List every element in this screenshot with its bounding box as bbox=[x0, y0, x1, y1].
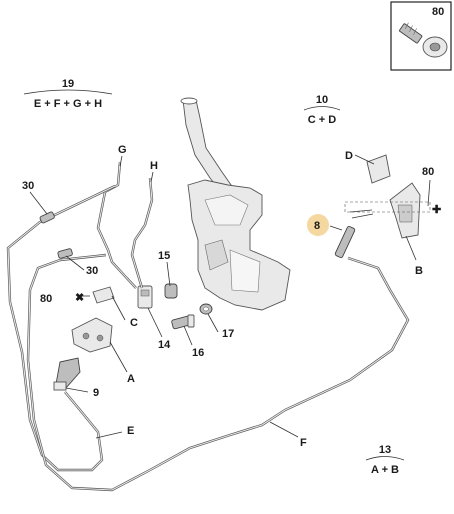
part-c-cover[interactable] bbox=[92, 286, 115, 304]
group-19-formula: E + F + G + H bbox=[34, 98, 102, 110]
label-30-lower[interactable]: 30 bbox=[86, 265, 98, 277]
label-30-upper[interactable]: 30 bbox=[22, 180, 34, 192]
cross-mark-icon: ✖ bbox=[75, 292, 84, 304]
part-9-jet[interactable] bbox=[53, 357, 81, 391]
hose-g[interactable] bbox=[96, 161, 137, 289]
label-8[interactable]: 8 bbox=[314, 220, 320, 232]
group-10-brace bbox=[303, 106, 341, 111]
group-19[interactable]: 19 E + F + G + H bbox=[23, 78, 113, 110]
highlight-circle bbox=[307, 214, 329, 236]
label-9[interactable]: 9 bbox=[93, 387, 99, 399]
hose-h[interactable] bbox=[130, 177, 154, 289]
group-13-number: 13 bbox=[379, 444, 391, 456]
hose-e[interactable] bbox=[6, 184, 116, 472]
label-a[interactable]: A bbox=[127, 373, 135, 385]
leader-lines bbox=[29, 154, 431, 439]
part-b-bracket[interactable] bbox=[389, 182, 421, 239]
connector-30-upper[interactable] bbox=[39, 211, 55, 224]
part-16-pump[interactable] bbox=[171, 314, 195, 330]
part-d-cover[interactable] bbox=[366, 154, 391, 184]
assembly-outline bbox=[344, 201, 431, 213]
part-17-grommet[interactable] bbox=[199, 303, 213, 315]
group-13[interactable]: 13 A + B bbox=[365, 444, 405, 476]
washer-reservoir[interactable] bbox=[180, 97, 291, 311]
label-h[interactable]: H bbox=[150, 160, 158, 172]
part-14-connector[interactable] bbox=[137, 285, 153, 309]
group-19-brace bbox=[23, 89, 113, 95]
label-80-left[interactable]: 80 bbox=[40, 293, 52, 305]
inset-ref-label: 80 bbox=[432, 6, 444, 18]
part-8-pipe[interactable] bbox=[334, 209, 374, 258]
label-g[interactable]: G bbox=[118, 144, 127, 156]
inset-box[interactable]: 80 bbox=[390, 1, 452, 71]
label-d[interactable]: D bbox=[345, 150, 353, 162]
hose-f[interactable] bbox=[26, 253, 410, 492]
label-14[interactable]: 14 bbox=[158, 339, 171, 351]
group-19-number: 19 bbox=[62, 78, 74, 90]
group-10[interactable]: 10 C + D bbox=[303, 94, 341, 126]
group-13-formula: A + B bbox=[371, 464, 399, 476]
label-15[interactable]: 15 bbox=[158, 250, 170, 262]
callout-labels: 30 30 G H 15 14 16 17 80 C A 9 E F D 80 … bbox=[22, 144, 434, 449]
part-a-bracket[interactable] bbox=[71, 317, 113, 353]
label-80-right[interactable]: 80 bbox=[422, 166, 434, 178]
group-13-brace bbox=[365, 456, 405, 461]
group-10-number: 10 bbox=[316, 94, 328, 106]
group-10-formula: C + D bbox=[308, 114, 336, 126]
label-16[interactable]: 16 bbox=[192, 347, 204, 359]
label-b[interactable]: B bbox=[415, 265, 423, 277]
part-15-seal[interactable] bbox=[164, 283, 178, 299]
connector-30-lower[interactable] bbox=[57, 248, 73, 259]
plus-mark-icon: ✚ bbox=[432, 204, 441, 216]
label-17[interactable]: 17 bbox=[222, 328, 234, 340]
label-e[interactable]: E bbox=[127, 425, 134, 437]
label-f[interactable]: F bbox=[300, 437, 307, 449]
label-c[interactable]: C bbox=[130, 317, 138, 329]
screw-icon bbox=[399, 22, 448, 58]
